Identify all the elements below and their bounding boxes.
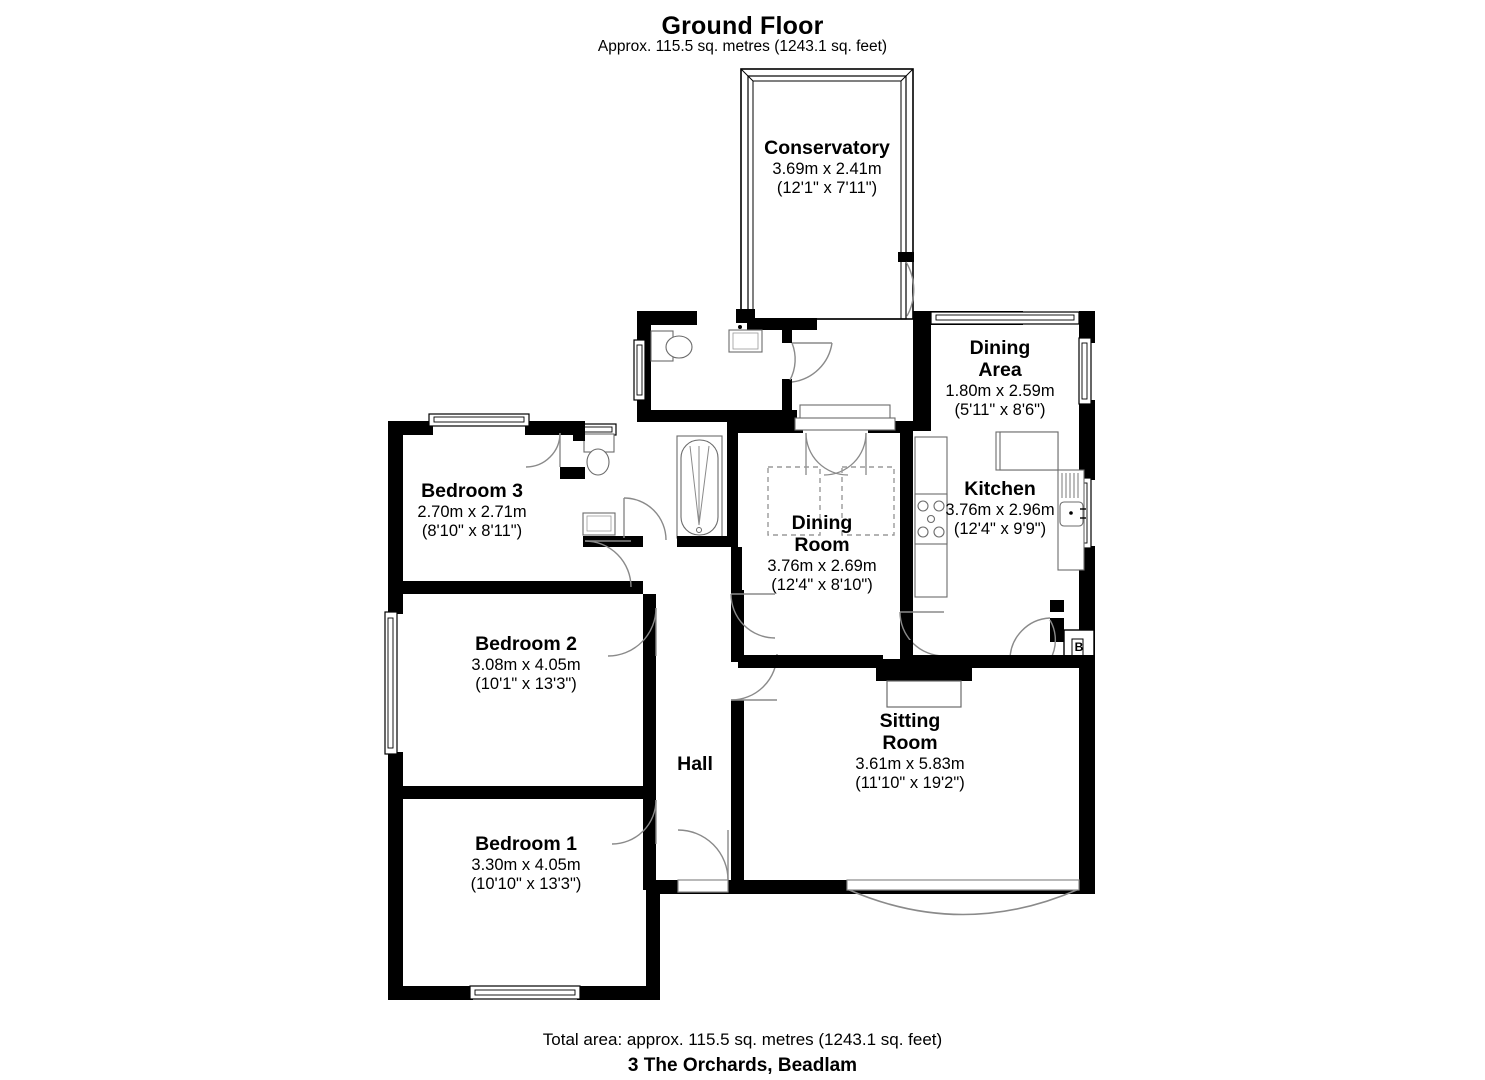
kitchen [913, 431, 1095, 667]
wc-toilet-icon [650, 330, 693, 362]
room-label-bedroom-3: Bedroom 3 2.70m x 2.71m (8'10" x 8'11") [362, 480, 582, 541]
page-title: Ground Floor [661, 12, 824, 40]
kitchen-hob-icon [914, 493, 948, 545]
room-name: Dining [791, 512, 853, 534]
bedroom-3-walls [388, 421, 643, 594]
room-label-dining-area: Dining Area 1.80m x 2.59m (5'11" x 8'6") [890, 337, 1110, 420]
room-name: Dining [969, 337, 1031, 359]
room-label-hall: Hall [640, 753, 750, 775]
page-subtitle: Approx. 115.5 sq. metres (1243.1 sq. fee… [597, 38, 888, 55]
room-dim-imperial: (5'11" x 8'6") [954, 401, 1046, 420]
room-name: Conservatory [764, 137, 890, 159]
room-label-conservatory: Conservatory 3.69m x 2.41m (12'1" x 7'11… [717, 137, 937, 198]
room-label-kitchen: Kitchen 3.76m x 2.96m (12'4" x 9'9") [890, 478, 1110, 539]
room-name: Sitting [879, 710, 941, 732]
room-name-line2: Area [978, 359, 1022, 382]
conservatory-structure [736, 68, 915, 323]
room-name: Kitchen [964, 478, 1036, 500]
room-dim-imperial: (12'4" x 9'9") [953, 520, 1047, 539]
room-name-line2: Room [794, 534, 850, 557]
room-dim-metric: 3.30m x 4.05m [471, 856, 581, 875]
room-dim-metric: 2.70m x 2.71m [417, 503, 527, 522]
dining-room [727, 404, 945, 662]
room-dim-metric: 3.08m x 4.05m [471, 656, 581, 675]
room-dim-metric: 1.80m x 2.59m [945, 382, 1055, 401]
room-dim-imperial: (12'4" x 8'10") [771, 576, 873, 595]
room-label-bedroom-1: Bedroom 1 3.30m x 4.05m (10'10" x 13'3") [416, 833, 636, 894]
room-name: Hall [677, 753, 713, 775]
room-name: Bedroom 2 [475, 633, 577, 655]
bathroom-basin-icon [582, 512, 616, 540]
sitting-room [738, 655, 1095, 708]
wc-basin-icon [728, 325, 763, 353]
room-dim-imperial: (8'10" x 8'11") [421, 522, 523, 541]
hall-walls [388, 590, 778, 893]
kitchen-draining-board-icon [1061, 473, 1079, 498]
exterior-walls [384, 311, 1095, 1000]
room-dim-metric: 3.61m x 5.83m [855, 755, 965, 774]
room-dim-metric: 3.69m x 2.41m [772, 160, 882, 179]
room-name: Bedroom 1 [475, 833, 577, 855]
room-label-bedroom-2: Bedroom 2 3.08m x 4.05m (10'1" x 13'3") [416, 633, 636, 694]
bathtub-icon [676, 435, 723, 539]
room-dim-imperial: (10'10" x 13'3") [470, 875, 582, 894]
room-dim-metric: 3.76m x 2.96m [945, 501, 1055, 520]
boiler-label: B [1074, 640, 1084, 654]
total-area-text: Total area: approx. 115.5 sq. metres (12… [542, 1030, 943, 1049]
kitchen-sink-icon [1059, 501, 1086, 527]
bathroom-toilet-icon [583, 433, 615, 476]
room-name-line2: Room [882, 732, 938, 755]
room-dim-imperial: (11'10" x 19'2") [855, 774, 965, 793]
room-dim-imperial: (10'1" x 13'3") [475, 675, 577, 694]
room-dim-imperial: (12'1" x 7'11") [776, 179, 878, 198]
room-name: Bedroom 3 [421, 480, 523, 502]
room-label-sitting-room: Sitting Room 3.61m x 5.83m (11'10" x 19'… [800, 710, 1020, 793]
fireplace-icon [876, 659, 972, 708]
property-address: 3 The Orchards, Beadlam [627, 1055, 858, 1076]
wc-room [633, 321, 833, 422]
room-dim-metric: 3.76m x 2.69m [767, 557, 877, 576]
room-label-dining-room: Dining Room 3.76m x 2.69m (12'4" x 8'10"… [712, 512, 932, 595]
